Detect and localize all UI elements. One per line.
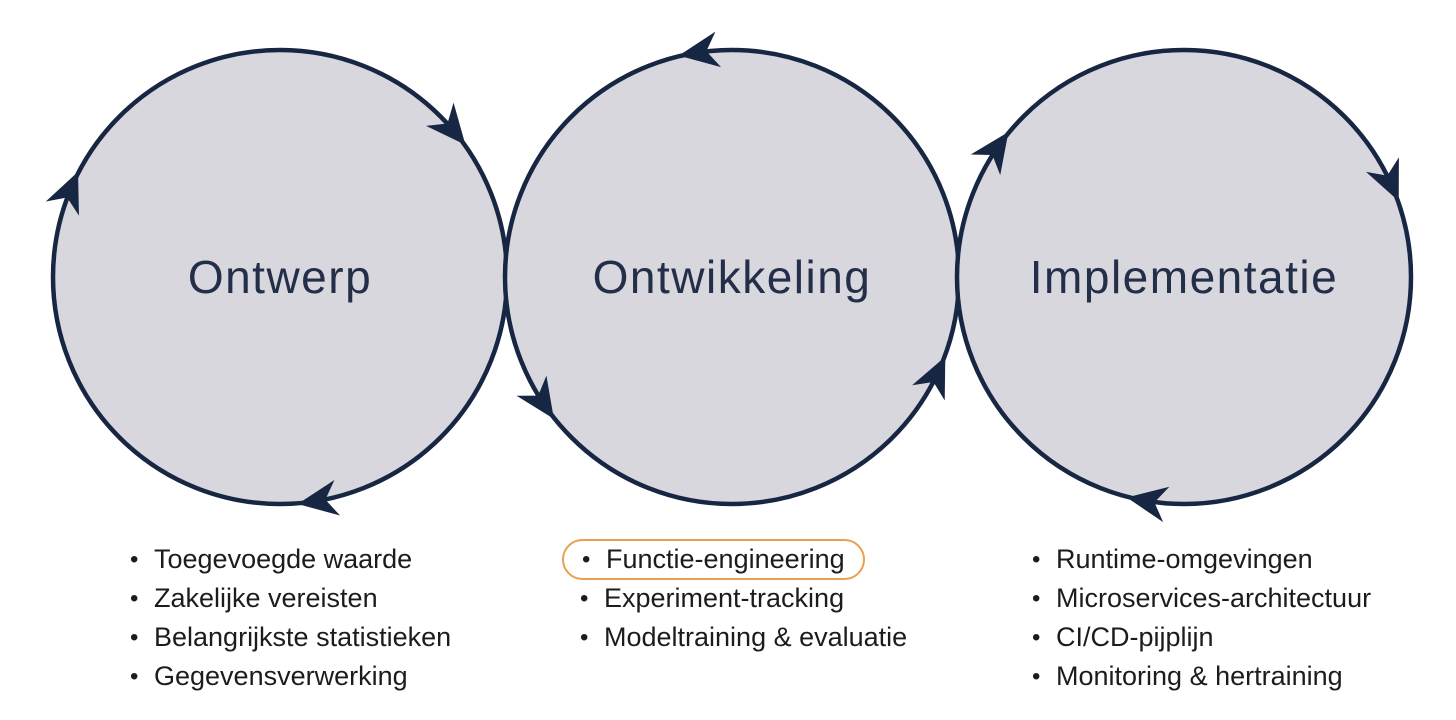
list-ontwerp: • Toegevoegde waarde • Zakelijke vereist… xyxy=(130,540,451,696)
cycle-circle xyxy=(53,50,507,504)
list-item: • Belangrijkste statistieken xyxy=(130,618,451,657)
arrowhead-icon xyxy=(970,132,1009,176)
phase-label-ontwikkeling: Ontwikkeling xyxy=(593,251,872,303)
list-item-label: Microservices-architectuur xyxy=(1056,583,1372,613)
bullet-icon: • xyxy=(130,545,139,573)
arrowhead-icon xyxy=(678,31,722,68)
arrowhead-icon xyxy=(516,375,554,419)
bullet-icon: • xyxy=(130,584,139,612)
arrowhead-icon xyxy=(45,171,79,216)
arrowhead-icon xyxy=(297,479,341,516)
list-item-label: Runtime-omgevingen xyxy=(1056,544,1313,574)
cycle-circle xyxy=(957,50,1411,504)
arrowhead-icon xyxy=(425,102,466,145)
list-item-label: Zakelijke vereisten xyxy=(154,583,378,613)
bullet-icon: • xyxy=(1032,545,1041,573)
arrowhead-icon xyxy=(1126,486,1170,523)
list-item-label: Functie-engineering xyxy=(606,544,845,574)
bullet-icon: • xyxy=(582,545,591,573)
list-item-label: CI/CD-pijplijn xyxy=(1056,622,1214,652)
list-item-label: Monitoring & hertraining xyxy=(1056,661,1343,691)
bullet-icon: • xyxy=(580,623,589,651)
list-item: • CI/CD-pijplijn xyxy=(1032,618,1214,657)
cycle-ontwikkeling: Ontwikkeling xyxy=(502,31,962,507)
bullet-icon: • xyxy=(130,662,139,690)
list-item-label: Belangrijkste statistieken xyxy=(154,622,452,652)
list-item: • Modeltraining & evaluatie xyxy=(580,618,907,657)
cycle-ring xyxy=(954,47,1414,507)
list-item-label: Experiment-tracking xyxy=(604,583,845,613)
bullet-icon: • xyxy=(1032,584,1041,612)
cycle-circle xyxy=(505,50,959,504)
list-item: • Runtime-omgevingen xyxy=(1032,540,1313,579)
list-item: • Gegevensverwerking xyxy=(130,657,408,696)
arrowhead-icon xyxy=(912,356,946,401)
list-item-label: Gegevensverwerking xyxy=(154,661,408,691)
list-implementatie: • Runtime-omgevingen • Microservices-arc… xyxy=(1032,540,1371,696)
bullet-icon: • xyxy=(580,584,589,612)
cycle-implementatie: Implementatie xyxy=(954,47,1414,523)
list-ontwikkeling: • Functie-engineering • Experiment-track… xyxy=(562,539,907,657)
phase-label-ontwerp: Ontwerp xyxy=(188,251,372,303)
list-item: • Toegevoegde waarde xyxy=(130,540,412,579)
list-item: • Microservices-architectuur xyxy=(1032,579,1371,618)
list-item-label: Modeltraining & evaluatie xyxy=(604,622,908,652)
bullet-icon: • xyxy=(1032,623,1041,651)
list-item-label: Toegevoegde waarde xyxy=(154,544,413,574)
list-item: • Zakelijke vereisten xyxy=(130,579,378,618)
cycle-ontwerp: Ontwerp xyxy=(45,47,510,516)
highlighted-list-item: • Functie-engineering xyxy=(562,539,865,580)
cycles-svg: Ontwerp Ontwikkeling Implementatie xyxy=(45,31,1414,523)
arrowhead-icon xyxy=(1366,157,1399,202)
phase-label-implementatie: Implementatie xyxy=(1030,251,1338,303)
bullet-icon: • xyxy=(1032,662,1041,690)
bullet-icon: • xyxy=(130,623,139,651)
list-item: • Monitoring & hertraining xyxy=(1032,657,1343,696)
list-item: • Experiment-tracking xyxy=(580,579,844,618)
